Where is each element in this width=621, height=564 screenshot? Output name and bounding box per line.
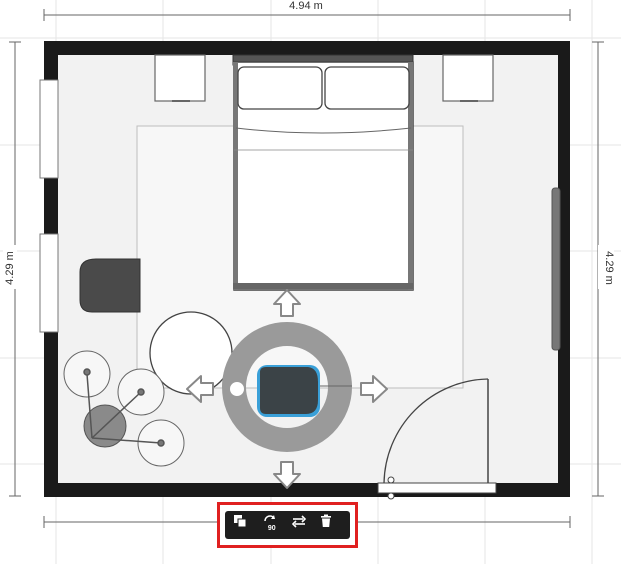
- move-arrow-up[interactable]: [273, 289, 301, 317]
- bed[interactable]: [232, 54, 414, 291]
- height-label-right: 4.29 m: [603, 251, 615, 285]
- trash-icon: [321, 514, 332, 527]
- round-table[interactable]: [149, 311, 233, 395]
- pillow-right: [324, 66, 410, 110]
- flip-icon: [291, 515, 307, 528]
- duplicate-icon: [233, 515, 247, 528]
- pillow-left: [237, 66, 323, 110]
- width-dimension: [43, 9, 571, 21]
- door[interactable]: [377, 378, 497, 500]
- flip-button[interactable]: [291, 514, 313, 536]
- window-left-bottom[interactable]: [39, 233, 59, 333]
- height-label-left: 4.29 m: [4, 251, 16, 285]
- delete-button[interactable]: [320, 514, 342, 536]
- move-arrow-down[interactable]: [273, 461, 301, 489]
- radiator[interactable]: [551, 187, 561, 351]
- rotate-90-icon: [264, 515, 275, 522]
- floor-lamp[interactable]: [63, 350, 185, 467]
- object-toolbar: 90: [225, 511, 350, 539]
- move-arrow-left[interactable]: [186, 375, 214, 403]
- duplicate-button[interactable]: [233, 514, 255, 536]
- nightstand-right[interactable]: [442, 54, 494, 102]
- rotate-handle[interactable]: [228, 380, 246, 398]
- rotate-90-button[interactable]: 90: [262, 514, 284, 536]
- armchair[interactable]: [79, 258, 141, 313]
- selection-ring[interactable]: [222, 322, 352, 452]
- selected-chair[interactable]: [257, 365, 352, 417]
- toolbar-highlight: 90: [217, 502, 358, 548]
- rotate-90-label: 90: [267, 525, 276, 532]
- nightstand-left[interactable]: [154, 54, 206, 102]
- move-arrow-right[interactable]: [360, 375, 388, 403]
- width-label: 4.94 m: [289, 0, 323, 12]
- window-left-top[interactable]: [39, 79, 59, 179]
